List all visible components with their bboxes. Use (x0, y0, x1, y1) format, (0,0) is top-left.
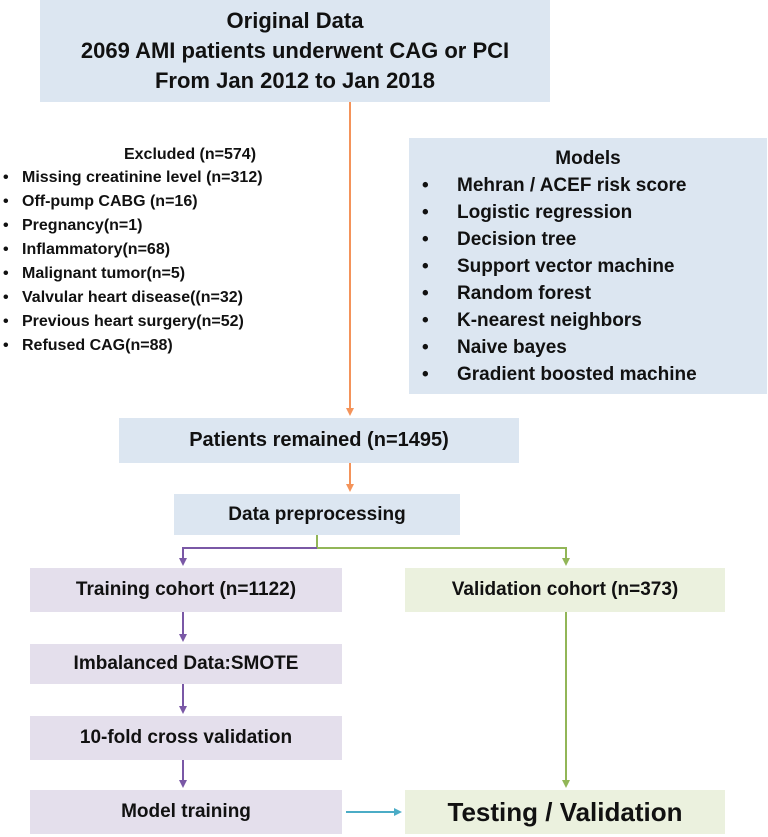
data-preprocessing-box: Data preprocessing (174, 494, 460, 535)
patients-remained-box: Patients remained (n=1495) (119, 418, 519, 463)
model-training-label: Model training (121, 801, 251, 822)
model-item: Decision tree (409, 226, 767, 253)
arrow-preprocessing-to-training (179, 547, 317, 566)
model-item: Logistic regression (409, 199, 767, 226)
model-item: Gradient boosted machine (409, 361, 767, 388)
arrow-preprocessing-to-validation (317, 547, 570, 566)
cross-validation-label: 10-fold cross validation (79, 727, 293, 748)
imbalanced-data-box: Imbalanced Data:SMOTE (30, 644, 342, 684)
model-item: Random forest (409, 280, 767, 307)
excluded-item: Valvular heart disease((n=32) (0, 286, 340, 310)
data-preprocessing-label: Data preprocessing (228, 503, 406, 525)
model-item: Mehran / ACEF risk score (409, 172, 767, 199)
original-data-patients: 2069 AMI patients underwent CAG or PCI (80, 38, 510, 63)
excluded-list: Excluded (n=574) Missing creatinine leve… (0, 144, 340, 358)
excluded-item: Pregnancy(n=1) (0, 214, 340, 238)
model-item: Naive bayes (409, 334, 767, 361)
training-cohort-label: Training cohort (n=1122) (75, 579, 297, 600)
models-title: Models (555, 148, 621, 169)
model-item: Support vector machine (409, 253, 767, 280)
original-data-title: Original Data (226, 8, 364, 33)
imbalanced-data-label: Imbalanced Data:SMOTE (73, 653, 299, 674)
model-training-box: Model training (30, 790, 342, 834)
patients-remained-label: Patients remained (n=1495) (189, 429, 449, 451)
excluded-item: Inflammatory(n=68) (0, 238, 340, 262)
testing-validation-box: Testing / Validation (405, 790, 725, 834)
validation-cohort-box: Validation cohort (n=373) (405, 568, 725, 612)
original-data-period: From Jan 2012 to Jan 2018 (154, 68, 436, 93)
validation-cohort-label: Validation cohort (n=373) (451, 579, 679, 600)
cross-validation-box: 10-fold cross validation (30, 716, 342, 760)
excluded-item: Refused CAG(n=88) (0, 334, 340, 358)
excluded-item: Off-pump CABG (n=16) (0, 190, 340, 214)
model-item: K-nearest neighbors (409, 307, 767, 334)
excluded-item: Previous heart surgery(n=52) (0, 310, 340, 334)
excluded-item: Malignant tumor(n=5) (0, 262, 340, 286)
excluded-item: Missing creatinine level (n=312) (0, 166, 340, 190)
excluded-title: Excluded (n=574) (123, 146, 257, 163)
testing-validation-label: Testing / Validation (447, 796, 683, 827)
original-data-box: Original Data 2069 AMI patients underwen… (40, 0, 550, 102)
training-cohort-box: Training cohort (n=1122) (30, 568, 342, 612)
models-box: Models Mehran / ACEF risk score Logistic… (409, 138, 767, 394)
